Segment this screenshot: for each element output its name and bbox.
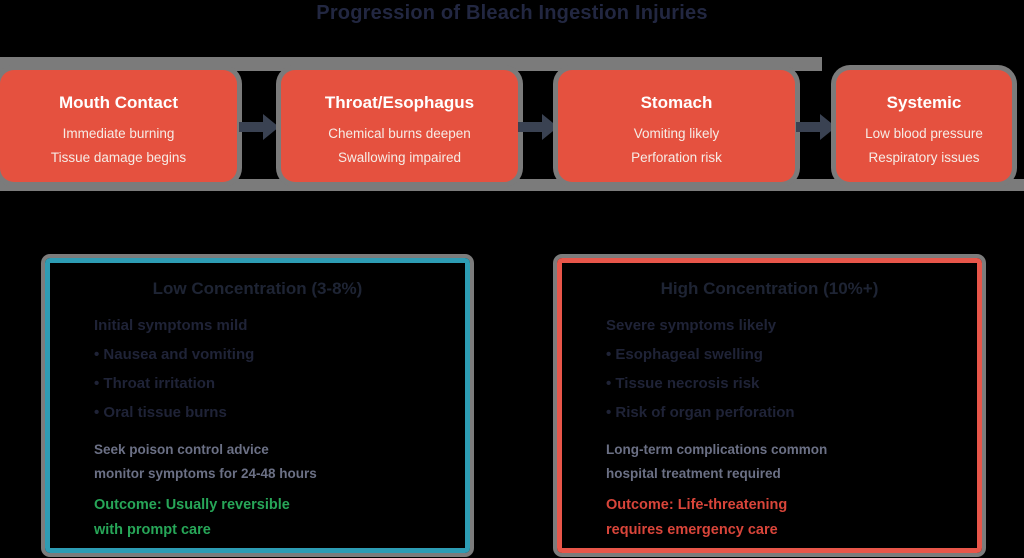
outcome-line: requires emergency care: [606, 522, 778, 538]
stage-line: Perforation risk: [631, 150, 722, 165]
stage-title: Systemic: [886, 93, 962, 112]
symptom-line: Initial symptoms mild: [94, 317, 248, 334]
arrow-right-icon: [518, 114, 558, 140]
outcome-line: with prompt care: [94, 522, 211, 538]
stage-line: Swallowing impaired: [337, 150, 462, 165]
note-line: monitor symptoms for 24-48 hours: [94, 466, 317, 481]
stage-systemic: Systemic Low blood pressure Respiratory …: [836, 70, 1012, 182]
stage-stomach: Stomach Vomiting likely Perforation risk: [558, 70, 795, 182]
stage-title: Throat/Esophagus: [324, 93, 475, 112]
arrow-right-icon: [796, 114, 836, 140]
symptom-line: • Esophageal swelling: [606, 346, 763, 363]
stage-line: Immediate burning: [62, 126, 175, 141]
stage-line: Vomiting likely: [633, 126, 720, 141]
background-band-top: [0, 57, 822, 71]
panel-high-concentration: High Concentration (10%+) Severe symptom…: [557, 258, 982, 553]
stage-line: Tissue damage begins: [50, 150, 187, 165]
symptom-line: • Oral tissue burns: [94, 404, 227, 421]
outcome-line: Outcome: Life-threatening: [606, 497, 788, 513]
stage-line: Respiratory issues: [868, 150, 980, 165]
symptom-line: • Nausea and vomiting: [94, 346, 255, 363]
panel-title: Low Concentration (3-8%): [152, 279, 363, 298]
note-line: Long-term complications common: [606, 442, 828, 457]
arrow-right-icon: [239, 114, 279, 140]
page-title: Progression of Bleach Ingestion Injuries: [316, 2, 708, 24]
stage-line: Chemical burns deepen: [328, 126, 471, 141]
stage-throat-esophagus: Throat/Esophagus Chemical burns deepen S…: [281, 70, 518, 182]
symptom-line: • Risk of organ perforation: [606, 404, 795, 421]
outcome-line: Outcome: Usually reversible: [94, 497, 290, 513]
symptom-line: • Tissue necrosis risk: [606, 375, 760, 392]
stage-line: Low blood pressure: [865, 126, 983, 141]
stage-title: Mouth Contact: [59, 93, 178, 112]
note-line: Seek poison control advice: [94, 442, 269, 457]
symptom-line: • Throat irritation: [94, 375, 216, 392]
panel-title: High Concentration (10%+): [660, 279, 879, 298]
note-line: hospital treatment required: [606, 466, 781, 481]
background-band-bottom: [0, 179, 1024, 191]
panel-low-concentration: Low Concentration (3-8%) Initial symptom…: [45, 258, 470, 553]
symptom-line: Severe symptoms likely: [606, 317, 777, 334]
stage-mouth-contact: Mouth Contact Immediate burning Tissue d…: [0, 70, 237, 182]
stage-title: Stomach: [640, 93, 713, 112]
